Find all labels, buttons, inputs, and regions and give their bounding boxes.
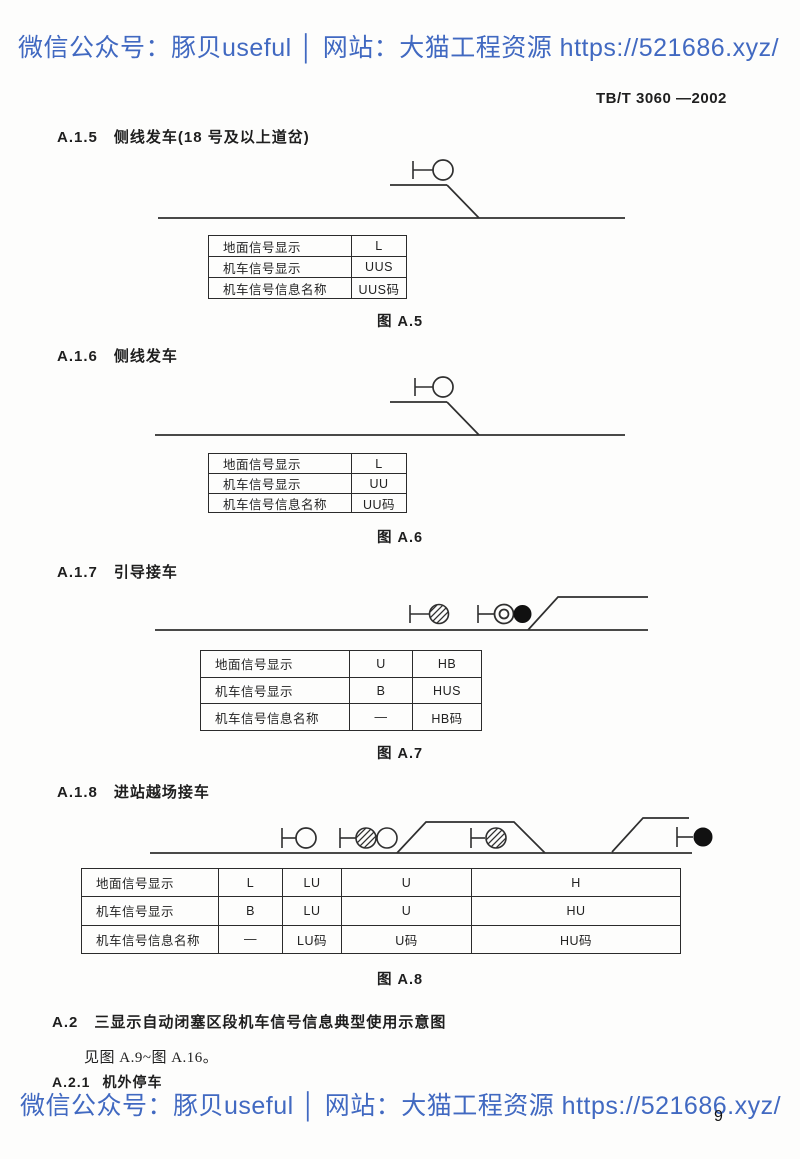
section-title: 机外停车	[102, 1074, 163, 1090]
figure-caption-a7: 图 A.7	[376, 746, 424, 762]
row-value: L	[351, 454, 406, 473]
section-number: A.2.1	[52, 1074, 91, 1090]
row-value: B	[218, 897, 282, 925]
diagram-a5-track-layout	[158, 159, 625, 219]
row-value: LU码	[282, 925, 341, 953]
row-label: 机车信号显示	[223, 261, 302, 276]
signal-hatched-and-open-circle-icon	[339, 827, 398, 849]
diagram-a8-track-layout	[150, 817, 713, 854]
row-value: UU码	[351, 494, 406, 513]
signal-open-circle-icon	[412, 159, 454, 181]
section-heading-a16: A.1.6 侧线发车	[57, 345, 178, 366]
row-value: UU	[351, 474, 406, 493]
row-value: U码	[341, 925, 471, 953]
table-row: 机车信号显示 UUS	[209, 256, 406, 277]
section-title: 进站越场接车	[113, 784, 210, 801]
signal-open-circle-icon	[281, 827, 317, 849]
row-label: 机车信号显示	[223, 478, 302, 492]
row-value: HB码	[412, 704, 481, 731]
row-value: L	[351, 236, 406, 256]
row-value: H	[471, 869, 680, 897]
section-heading-a17: A.1.7 引导接车	[57, 561, 178, 582]
diagram-a7-track-layout	[155, 596, 648, 631]
section-number: A.1.7	[57, 564, 98, 581]
section-title: 引导接车	[113, 564, 178, 581]
row-label: 机车信号显示	[96, 905, 175, 920]
row-label: 地面信号显示	[223, 240, 302, 255]
watermark-top: 微信公众号：豚贝useful │ 网站：大猫工程资源 https://52168…	[18, 34, 780, 62]
signal-hatched-circle-icon	[409, 603, 450, 625]
row-value: L	[218, 869, 282, 897]
row-value: HB	[412, 651, 481, 677]
row-value: LU	[282, 869, 341, 897]
row-value: U	[349, 651, 412, 677]
signal-open-circle-icon	[414, 376, 454, 398]
signal-table-a6: 地面信号显示 L 机车信号显示 UU 机车信号信息名称 UU码	[208, 453, 407, 513]
figure-caption-a5: 图 A.5	[376, 314, 424, 330]
section-number: A.1.8	[57, 784, 98, 801]
row-label: 机车信号信息名称	[215, 711, 320, 726]
section-heading-a21: A.2.1 机外停车	[52, 1072, 162, 1092]
figure-caption-a8: 图 A.8	[376, 972, 424, 988]
turnout-line	[446, 184, 480, 219]
watermark-bottom: 微信公众号：豚贝useful │ 网站：大猫工程资源 https://52168…	[20, 1092, 782, 1120]
row-value: U	[341, 897, 471, 925]
row-value: —	[349, 704, 412, 731]
doc-number: TB/T 3060 —2002	[596, 90, 727, 107]
section-number: A.1.5	[57, 129, 98, 146]
black-lamp-icon	[513, 605, 532, 623]
row-value: HUS	[412, 677, 481, 704]
siding-ramp-line	[527, 596, 648, 631]
passing-loop-line	[396, 821, 546, 854]
row-value: U	[341, 869, 471, 897]
table-row: 机车信号显示 UU	[209, 473, 406, 493]
row-label: 机车信号信息名称	[96, 933, 201, 948]
signal-double-circle-and-black-icon	[477, 603, 532, 625]
exit-ramp-line	[611, 817, 689, 853]
row-value: UUS码	[351, 278, 406, 298]
section-title: 侧线发车(18 号及以上道岔)	[113, 129, 310, 146]
row-label: 地面信号显示	[215, 658, 294, 673]
section-title: 侧线发车	[113, 348, 178, 365]
table-row: 地面信号显示 L	[209, 454, 406, 473]
section-heading-a15: A.1.5 侧线发车(18 号及以上道岔)	[57, 126, 310, 147]
section-number: A.1.6	[57, 348, 98, 365]
row-value: HU码	[471, 925, 680, 953]
table-row: 机车信号信息名称 —HB码	[201, 703, 481, 731]
row-value: UUS	[351, 257, 406, 277]
row-value: HU	[471, 897, 680, 925]
section-heading-a2: A.2 三显示自动闭塞区段机车信号信息典型使用示意图	[52, 1011, 446, 1032]
signal-black-circle-icon	[676, 827, 713, 847]
row-label: 机车信号信息名称	[223, 498, 328, 512]
row-value: —	[218, 925, 282, 953]
section-number: A.2	[52, 1014, 79, 1031]
signal-table-a5: 地面信号显示 L 机车信号显示 UUS 机车信号信息名称 UUS码	[208, 235, 407, 299]
table-row: 机车信号信息名称 UU码	[209, 493, 406, 513]
row-value: LU	[282, 897, 341, 925]
section-title: 三显示自动闭塞区段机车信号信息典型使用示意图	[94, 1014, 447, 1031]
row-label: 机车信号信息名称	[223, 282, 328, 297]
turnout-line	[446, 401, 480, 436]
table-row: 机车信号信息名称 UUS码	[209, 277, 406, 298]
table-row: 地面信号显示 L	[209, 236, 406, 256]
row-label: 地面信号显示	[223, 458, 302, 472]
figure-caption-a6: 图 A.6	[376, 530, 424, 546]
row-label: 机车信号显示	[215, 685, 294, 699]
row-value: B	[349, 677, 412, 704]
page-number: 9	[714, 1108, 723, 1125]
diagram-a6-track-layout	[155, 376, 625, 436]
signal-hatched-circle-icon	[470, 827, 507, 849]
section-heading-a18: A.1.8 进站越场接车	[57, 781, 210, 802]
see-figures-note: 见图 A.9~图 A.16。	[84, 1050, 219, 1066]
row-label: 地面信号显示	[96, 877, 175, 892]
